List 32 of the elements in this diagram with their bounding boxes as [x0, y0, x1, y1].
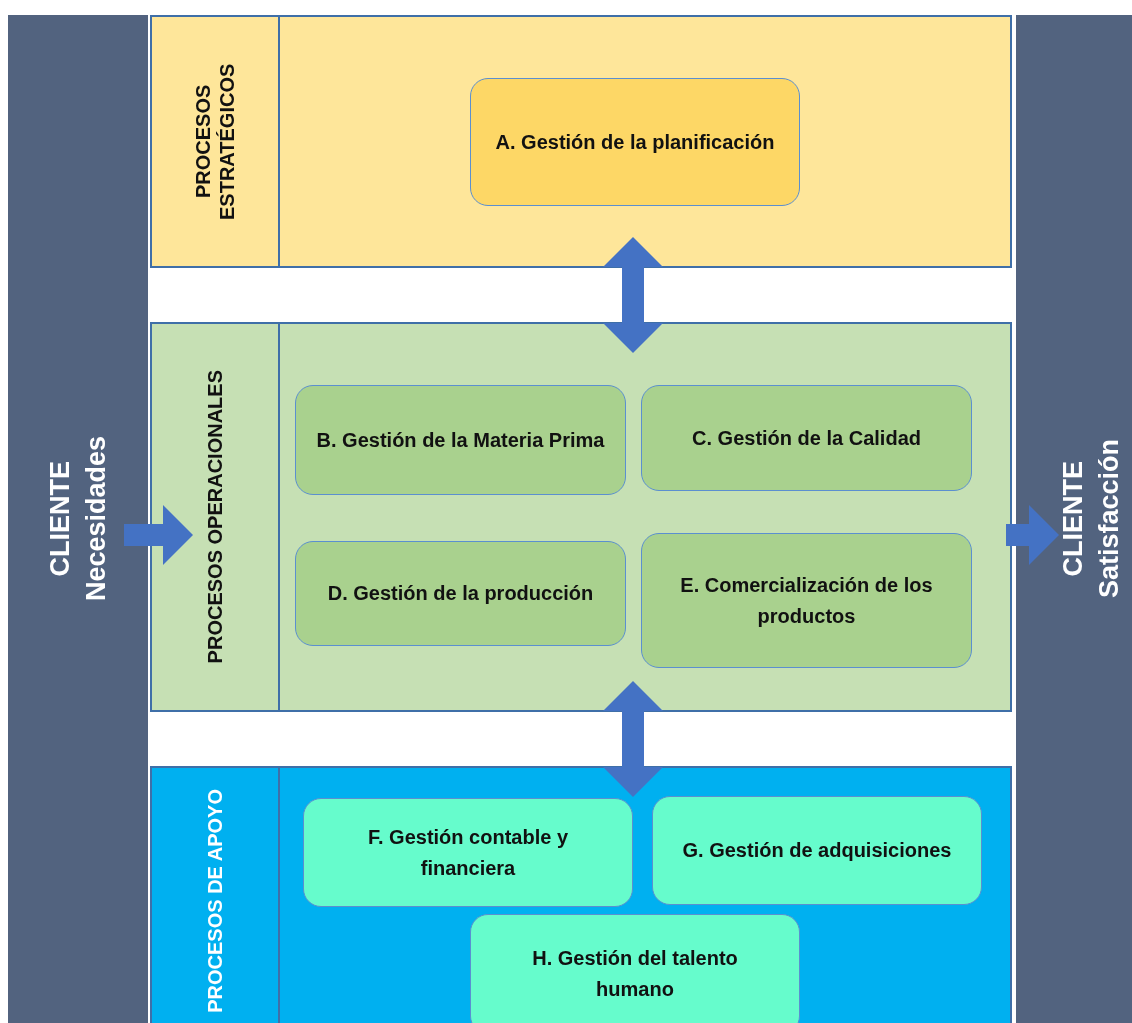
process-label: C. Gestión de la Calidad: [692, 425, 921, 451]
client-bar: [1016, 15, 1132, 1023]
process-box: [470, 914, 800, 1023]
operational-band: [150, 322, 1012, 712]
client-sublabel: Necesidades: [80, 436, 112, 602]
process-box: [470, 78, 800, 206]
support-band: [150, 766, 1012, 1023]
double-arrow: [603, 237, 663, 353]
process-label: A. Gestión de la planificación: [495, 129, 775, 155]
band-title: PROCESOS DE APOYO: [203, 789, 227, 1013]
process-label: E. Comercialización de los productos: [679, 572, 934, 629]
process-box: [303, 798, 633, 907]
process-box: [641, 385, 972, 491]
process-label: G. Gestión de adquisiciones: [682, 838, 952, 863]
client-bar: [8, 15, 148, 1023]
process-label: D. Gestión de la producción: [327, 581, 594, 606]
double-arrow: [603, 681, 663, 797]
process-box: [295, 385, 626, 495]
process-box: [641, 533, 972, 668]
client-sublabel: Satisfacción: [1093, 439, 1125, 599]
process-box: [295, 541, 626, 646]
process-label: B. Gestión de la Materia Prima: [316, 427, 605, 453]
arrow: [1006, 505, 1059, 565]
client-label: CLIENTE: [44, 461, 76, 577]
process-label: F. Gestión contable y financiera: [366, 824, 569, 881]
band-title: PROCESOS ESTRATÉGICOS: [191, 62, 239, 222]
client-label: CLIENTE: [1057, 461, 1089, 577]
process-box: [652, 796, 982, 905]
strategic-band: [150, 15, 1012, 268]
band-title: PROCESOS OPERACIONALES: [203, 370, 227, 664]
arrow: [124, 505, 193, 565]
process-label: H. Gestión del talento humano: [531, 946, 739, 1002]
